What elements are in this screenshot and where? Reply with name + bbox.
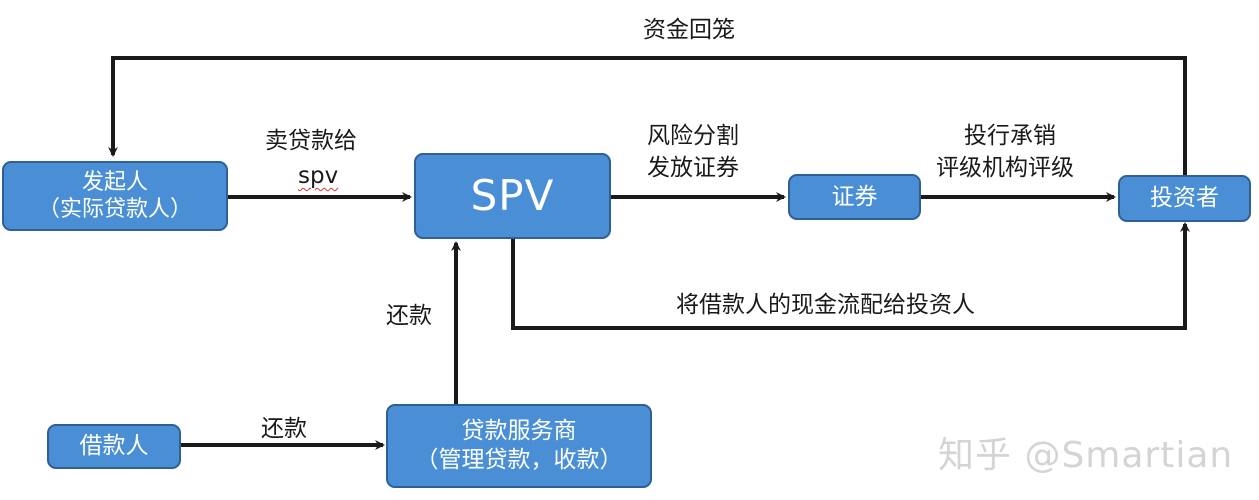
servicer-title: 贷款服务商	[461, 418, 577, 445]
risk-split-label: 风险分割	[647, 123, 739, 149]
investor-node: 投资者	[1118, 175, 1251, 222]
sell-loans-spv-text: spv	[298, 163, 339, 189]
funds-return-label: 资金回笼	[643, 17, 735, 43]
issue-securities-label: 发放证券	[647, 155, 739, 181]
repay-to-spv-label: 还款	[386, 303, 432, 329]
securities-node: 证券	[788, 174, 921, 220]
funds-return-arrow	[108, 56, 1187, 176]
servicer-subtitle: （管理贷款，收款）	[415, 447, 623, 473]
spv-node: SPV	[414, 153, 611, 239]
cashflow-arrow	[511, 222, 1190, 330]
originator-node: 发起人 （实际贷款人）	[2, 161, 228, 231]
spv-label: SPV	[470, 170, 555, 220]
sell-loans-spv-label: spv	[298, 163, 338, 191]
borrower-node: 借款人	[47, 424, 181, 469]
originator-subtitle: （实际贷款人）	[37, 197, 192, 222]
servicer-node: 贷款服务商 （管理贷款，收款）	[386, 404, 652, 488]
securities-label: 证券	[831, 183, 878, 210]
rating-label: 评级机构评级	[936, 155, 1074, 181]
investor-label: 投资者	[1150, 185, 1219, 212]
borrower-label: 借款人	[79, 433, 149, 460]
repay-to-servicer-label: 还款	[261, 416, 307, 442]
sell-loans-label: 卖贷款给	[265, 128, 357, 154]
cashflow-label: 将借款人的现金流配给投资人	[676, 292, 975, 318]
underwrite-label: 投行承销	[964, 123, 1056, 149]
originator-title: 发起人	[81, 169, 148, 195]
watermark: 知乎 @Smartian	[938, 435, 1234, 476]
